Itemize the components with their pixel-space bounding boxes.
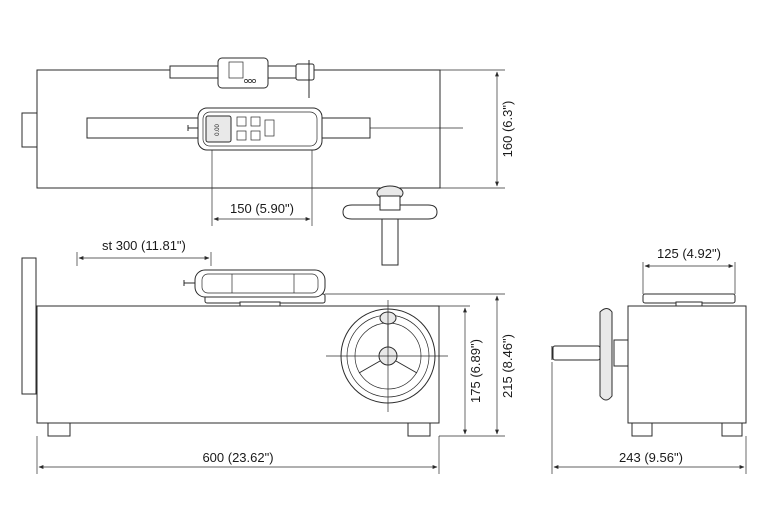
gauge-key: [264, 119, 275, 137]
stroke-dimension-label: st 300 (11.81"): [102, 238, 186, 253]
side-view-base: [627, 305, 747, 424]
top-view: 0.00: [21, 57, 463, 266]
length-dimension-label: 600 (23.62"): [202, 450, 273, 465]
gauge-key: [236, 116, 247, 127]
top-view-handwheel-grip: [381, 218, 399, 266]
side-view-wheel-hub: [613, 339, 629, 367]
side-plate-dimension-label: 125 (4.92"): [657, 246, 721, 261]
top-view-end-cap: [21, 112, 38, 148]
side-view: [551, 293, 747, 437]
depth-dimension-label: 160 (6.3"): [500, 101, 515, 158]
dimension-lines: [36, 69, 747, 474]
front-view-foot: [407, 422, 431, 437]
plate-width-dimension-label: 150 (5.90"): [230, 201, 294, 216]
side-view-wheel-grip: [552, 345, 601, 361]
top-view-handwheel: [342, 204, 438, 220]
front-view-foot: [47, 422, 71, 437]
side-view-wheel-rim: [599, 308, 613, 401]
gauge-key: [250, 130, 261, 141]
table-height-dimension-label: 175 (6.89"): [468, 339, 483, 403]
gauge-display: [205, 115, 232, 143]
side-view-foot: [631, 422, 653, 437]
front-view: [21, 257, 448, 437]
front-view-back-plate: [21, 257, 37, 395]
total-height-dimension-label: 215 (8.46"): [500, 334, 515, 398]
side-depth-dimension-label: 243 (9.56"): [619, 450, 683, 465]
gauge-key: [236, 130, 247, 141]
front-view-handwheel: [326, 300, 448, 412]
gauge-display-value: 0.00: [215, 124, 221, 136]
side-view-foot: [721, 422, 743, 437]
gauge-key: [250, 116, 261, 127]
